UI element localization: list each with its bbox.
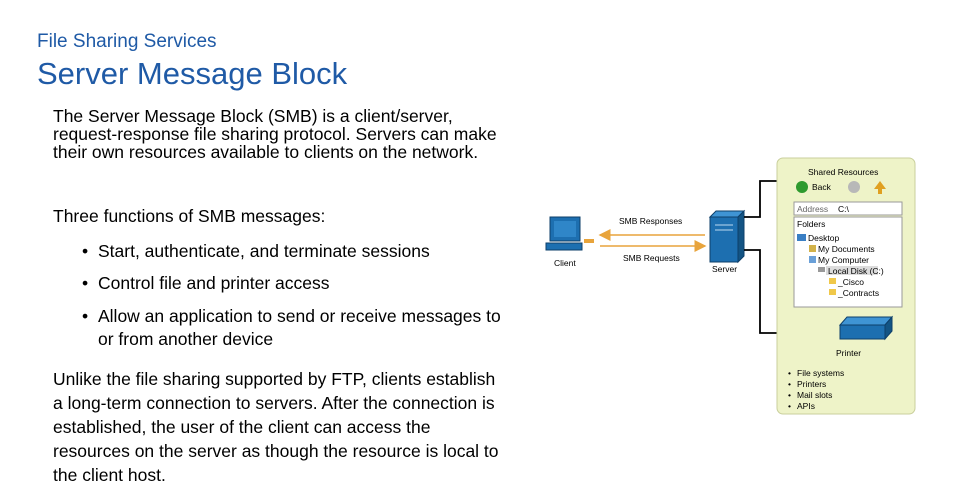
bullet-icon: • [82,241,89,261]
function-text: Control file and printer access [98,273,330,293]
up-folder-icon[interactable] [874,181,886,194]
function-text: Start, authenticate, and terminate sessi… [98,241,430,261]
bullet-icon: • [82,273,89,293]
panel-title: Shared Resources [808,167,878,177]
function-item: • Control file and printer access [82,272,502,295]
disk-icon [818,267,825,272]
selection-highlight [826,266,878,275]
tree-item[interactable]: _Contracts [837,288,879,298]
server-label: Server [712,264,737,274]
intro-paragraph: The Server Message Block (SMB) is a clie… [53,106,497,162]
bullet-icon: • [82,306,89,326]
smb-requests-label: SMB Requests [623,253,680,263]
forward-arrow-icon[interactable] [848,181,860,193]
closing-paragraph: Unlike the file sharing supported by FTP… [53,369,499,485]
computer-icon [809,256,816,263]
address-label: Address [797,204,828,214]
client-label: Client [554,258,576,268]
printer-label: Printer [836,348,861,358]
tree-item[interactable]: My Computer [818,255,869,265]
resource-item: APIs [797,401,815,411]
folder-icon [809,245,816,252]
smb-responses-label: SMB Responses [619,216,682,226]
address-bar[interactable] [793,201,903,216]
server-icon [708,209,746,264]
tree-item[interactable]: _Cisco [837,277,864,287]
section-subtitle: File Sharing Services [37,31,217,52]
address-value: C:\ [838,204,850,214]
functions-heading: Three functions of SMB messages: [53,206,326,226]
client-computer-icon [545,216,594,251]
function-text: Allow an application to send or receive … [98,306,501,349]
resource-bullet-icon: • [788,379,791,389]
printer-icon [838,315,894,341]
resource-bullet-icon: • [788,401,791,411]
desktop-icon [797,234,806,241]
resource-item: Printers [797,379,826,389]
tree-item[interactable]: Desktop [808,233,839,243]
resource-bullet-icon: • [788,390,791,400]
page-title: Server Message Block [37,56,348,91]
resource-item: File systems [797,368,844,378]
folder-icon [829,289,836,295]
folder-icon [829,278,836,284]
smb-diagram: Client Server SMB Responses SMB Requests… [545,157,916,415]
resource-bullet-icon: • [788,368,791,378]
back-arrow-icon[interactable] [796,181,808,193]
folders-label: Folders [797,219,825,229]
tree-item[interactable]: Local Disk (C:) [828,266,884,276]
shared-resources-panel: Shared Resources Back Address C:\ Folder… [776,157,916,415]
resource-item: Mail slots [797,390,832,400]
function-item: • Allow an application to send or receiv… [82,305,502,351]
function-item: • Start, authenticate, and terminate ses… [82,240,502,263]
tree-item[interactable]: My Documents [818,244,875,254]
back-label[interactable]: Back [812,182,832,192]
